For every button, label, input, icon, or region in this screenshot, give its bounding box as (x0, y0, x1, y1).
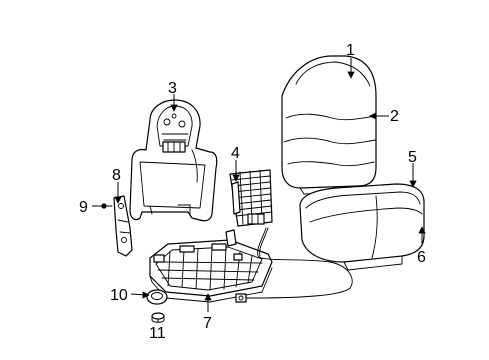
arrowheads (114, 71, 426, 301)
callout-10: 10 (110, 287, 128, 304)
callout-labels: 1 2 3 4 5 6 7 8 9 10 11 (79, 42, 426, 342)
lumbar-support (229, 169, 273, 227)
callout-11: 11 (149, 325, 166, 342)
callout-7: 7 (203, 315, 212, 332)
callout-5: 5 (408, 149, 417, 166)
recliner-bracket (113, 195, 133, 257)
cable-connector (235, 293, 255, 303)
callout-2: 2 (390, 108, 399, 125)
callout-6: 6 (417, 249, 426, 266)
recliner-knob (146, 289, 168, 305)
seat-cushion (299, 183, 425, 271)
bolt-part-9 (101, 203, 113, 209)
callout-4: 4 (231, 145, 240, 162)
callout-1: 1 (346, 42, 355, 59)
callout-9: 9 (79, 199, 88, 216)
seat-back-cushion (281, 55, 377, 195)
cushion-frame (149, 229, 273, 303)
callout-8: 8 (112, 167, 121, 184)
seat-back-frame (129, 99, 218, 222)
callout-3: 3 (168, 80, 177, 97)
